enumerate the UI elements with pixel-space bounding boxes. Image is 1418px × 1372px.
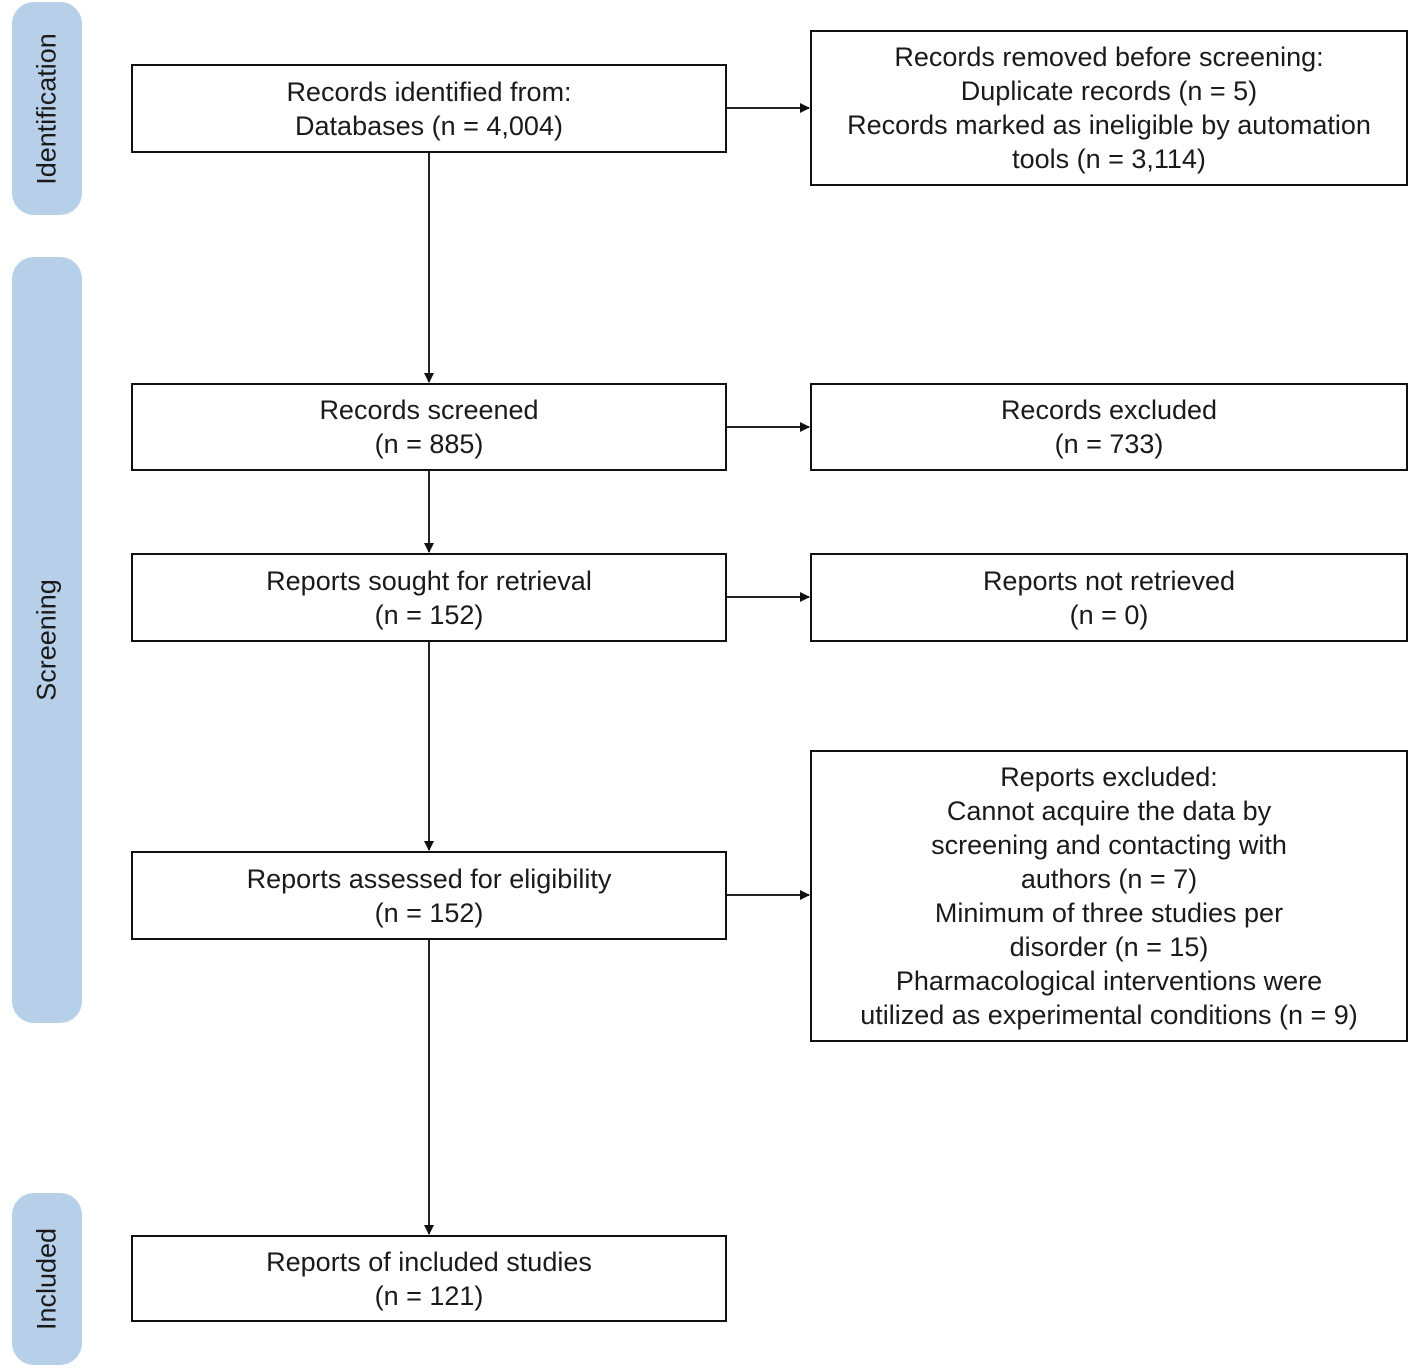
removed-line-1: Records removed before screening:	[894, 42, 1324, 72]
reports-excluded-line-4: authors (n = 7)	[1020, 864, 1198, 894]
box-reports-assessed: Reports assessed for eligibility (n = 15…	[131, 851, 727, 940]
screened-line-2: (n = 885)	[374, 429, 484, 459]
included-line-1: Reports of included studies	[266, 1246, 592, 1277]
reports-excluded-line-3: screening and contacting with	[931, 830, 1287, 860]
box-reports-sought: Reports sought for retrieval (n = 152)	[131, 553, 727, 642]
sought-line-2: (n = 152)	[374, 599, 484, 630]
reports-excluded-line-5: Minimum of three studies per	[934, 898, 1284, 928]
removed-line-4: tools (n = 3,114)	[1012, 144, 1206, 174]
box-records-screened: Records screened (n = 885)	[131, 383, 727, 471]
reports-excluded-line-7: Pharmacological interventions were	[895, 966, 1323, 996]
identified-line-1: Records identified from:	[286, 76, 572, 107]
reports-excluded-line-1: Reports excluded:	[1000, 762, 1218, 792]
identified-line-2: Databases (n = 4,004)	[295, 110, 563, 141]
box-records-excluded: Records excluded (n = 733)	[810, 383, 1408, 471]
not-retrieved-line-1: Reports not retrieved	[982, 565, 1236, 596]
not-retrieved-line-2: (n = 0)	[1069, 599, 1149, 630]
reports-excluded-line-6: disorder (n = 15)	[1009, 932, 1209, 962]
included-line-2: (n = 121)	[374, 1280, 484, 1311]
box-included-studies: Reports of included studies (n = 121)	[131, 1235, 727, 1322]
sought-line-1: Reports sought for retrieval	[266, 565, 592, 596]
box-records-removed: Records removed before screening: Duplic…	[810, 30, 1408, 186]
box-reports-excluded: Reports excluded: Cannot acquire the dat…	[810, 750, 1408, 1042]
removed-line-2: Duplicate records (n = 5)	[960, 76, 1258, 106]
box-records-identified: Records identified from: Databases (n = …	[131, 64, 727, 153]
assessed-line-1: Reports assessed for eligibility	[246, 863, 612, 894]
phase-identification: Identification	[12, 2, 82, 215]
assessed-line-2: (n = 152)	[374, 897, 484, 928]
box-reports-not-retrieved: Reports not retrieved (n = 0)	[810, 553, 1408, 642]
excluded-line-2: (n = 733)	[1054, 429, 1164, 459]
reports-excluded-line-8: utilized as experimental conditions (n =…	[860, 1000, 1358, 1030]
reports-excluded-line-2: Cannot acquire the data by	[946, 796, 1272, 826]
removed-line-3: Records marked as ineligible by automati…	[847, 110, 1371, 140]
excluded-line-1: Records excluded	[1000, 395, 1218, 425]
screened-line-1: Records screened	[319, 395, 539, 425]
phase-included: Included	[12, 1193, 82, 1365]
phase-screening: Screening	[12, 257, 82, 1023]
